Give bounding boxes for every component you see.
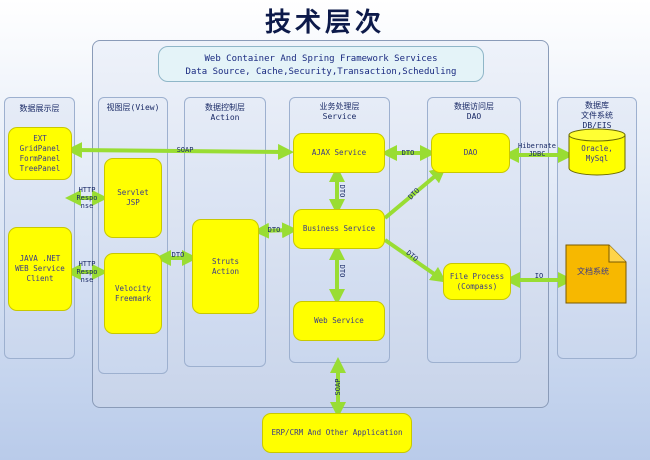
box-ext: EXT GridPanel FormPanel TreePanel [8,127,72,180]
file-system-label: 文档系统 [577,267,609,276]
services-line2: Data Source, Cache,Security,Transaction,… [185,67,457,77]
box-erp: ERP/CRM And Other Application [262,413,412,453]
cylinder-icon [568,128,626,176]
layer-view-title: 视图层(View) [106,103,160,112]
layer-business-title: 业务处理层 Service [319,102,360,121]
box-ajax-service: AJAX Service [293,133,385,173]
box-business-service: Business Service [293,209,385,249]
box-file-process: File Process (Compass) [443,263,511,300]
layer-database-title: 数据库 文件系统 DB/EIS [581,101,613,130]
box-servlet: Servlet JSP [104,158,162,238]
layer-display-title: 数据展示层 [19,104,60,113]
database-cylinder: Oracle, MySql [568,128,626,176]
box-velocity: Velocity Freemark [104,253,162,334]
label-dto-ajax-dao: DTO [401,149,415,157]
label-dto-business-webservice: DTO [338,264,346,278]
box-web-service: Web Service [293,301,385,341]
label-dto-ajax-business: DTO [338,184,346,198]
services-line1: Web Container And Spring Framework Servi… [204,54,438,64]
label-soap-top: SOAP [176,146,194,154]
label-http-1: HTTP Respo nse [76,186,98,210]
box-struts: Struts Action [192,219,259,314]
database-label: Oracle, MySql [581,144,613,163]
label-dto-view: DTO [171,251,185,259]
label-http-2: HTTP Respo nse [76,260,98,284]
box-java-net: JAVA .NET WEB Service Client [8,227,72,311]
services-banner: Web Container And Spring Framework Servi… [158,46,484,82]
layer-dao-title: 数据访问层 DAO [454,102,494,121]
box-dao: DAO [431,133,510,173]
document-icon [565,244,627,304]
label-hibernate: Hibernate JDBC [518,142,556,158]
label-io: IO [534,272,544,280]
diagram-title: 技术层次 [264,8,385,38]
label-soap-bottom: SOAP [334,378,342,396]
label-dto-struts: DTO [267,226,281,234]
layer-control-title: 数据控制层 Action [205,103,245,122]
file-system-doc: 文档系统 [565,244,627,304]
